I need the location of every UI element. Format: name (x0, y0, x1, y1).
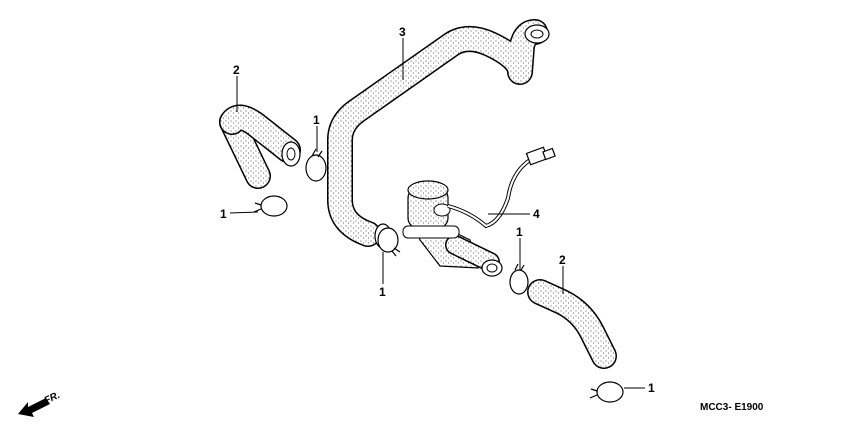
clamp-bottom (589, 381, 624, 403)
clamp-top (305, 148, 327, 182)
callout-hose-left: 2 (233, 63, 240, 77)
callout-clamp-bottom: 1 (648, 381, 655, 395)
front-direction-label: FR. (43, 390, 62, 407)
callout-clamp-right: 1 (516, 225, 523, 239)
air-injection-valve-part-4 (402, 146, 556, 277)
clamp-right (509, 263, 529, 295)
callout-pipe: 3 (399, 25, 406, 39)
clamp-center (377, 227, 401, 257)
front-direction-arrow: FR. (18, 390, 62, 417)
callout-clamp-left: 1 (220, 207, 227, 221)
air-pipe-part-3 (327, 19, 550, 249)
hose-part-2-right (527, 279, 617, 369)
callout-valve: 4 (533, 207, 540, 221)
diagram-code: MCC3- E1900 (700, 402, 764, 413)
leader-clamp-left (229, 211, 259, 214)
hose-part-2-left (219, 104, 301, 189)
callout-clamp-center: 1 (379, 285, 386, 299)
clamp-left (253, 195, 288, 217)
callout-hose-right: 2 (559, 253, 566, 267)
callout-clamp-top: 1 (313, 113, 320, 127)
